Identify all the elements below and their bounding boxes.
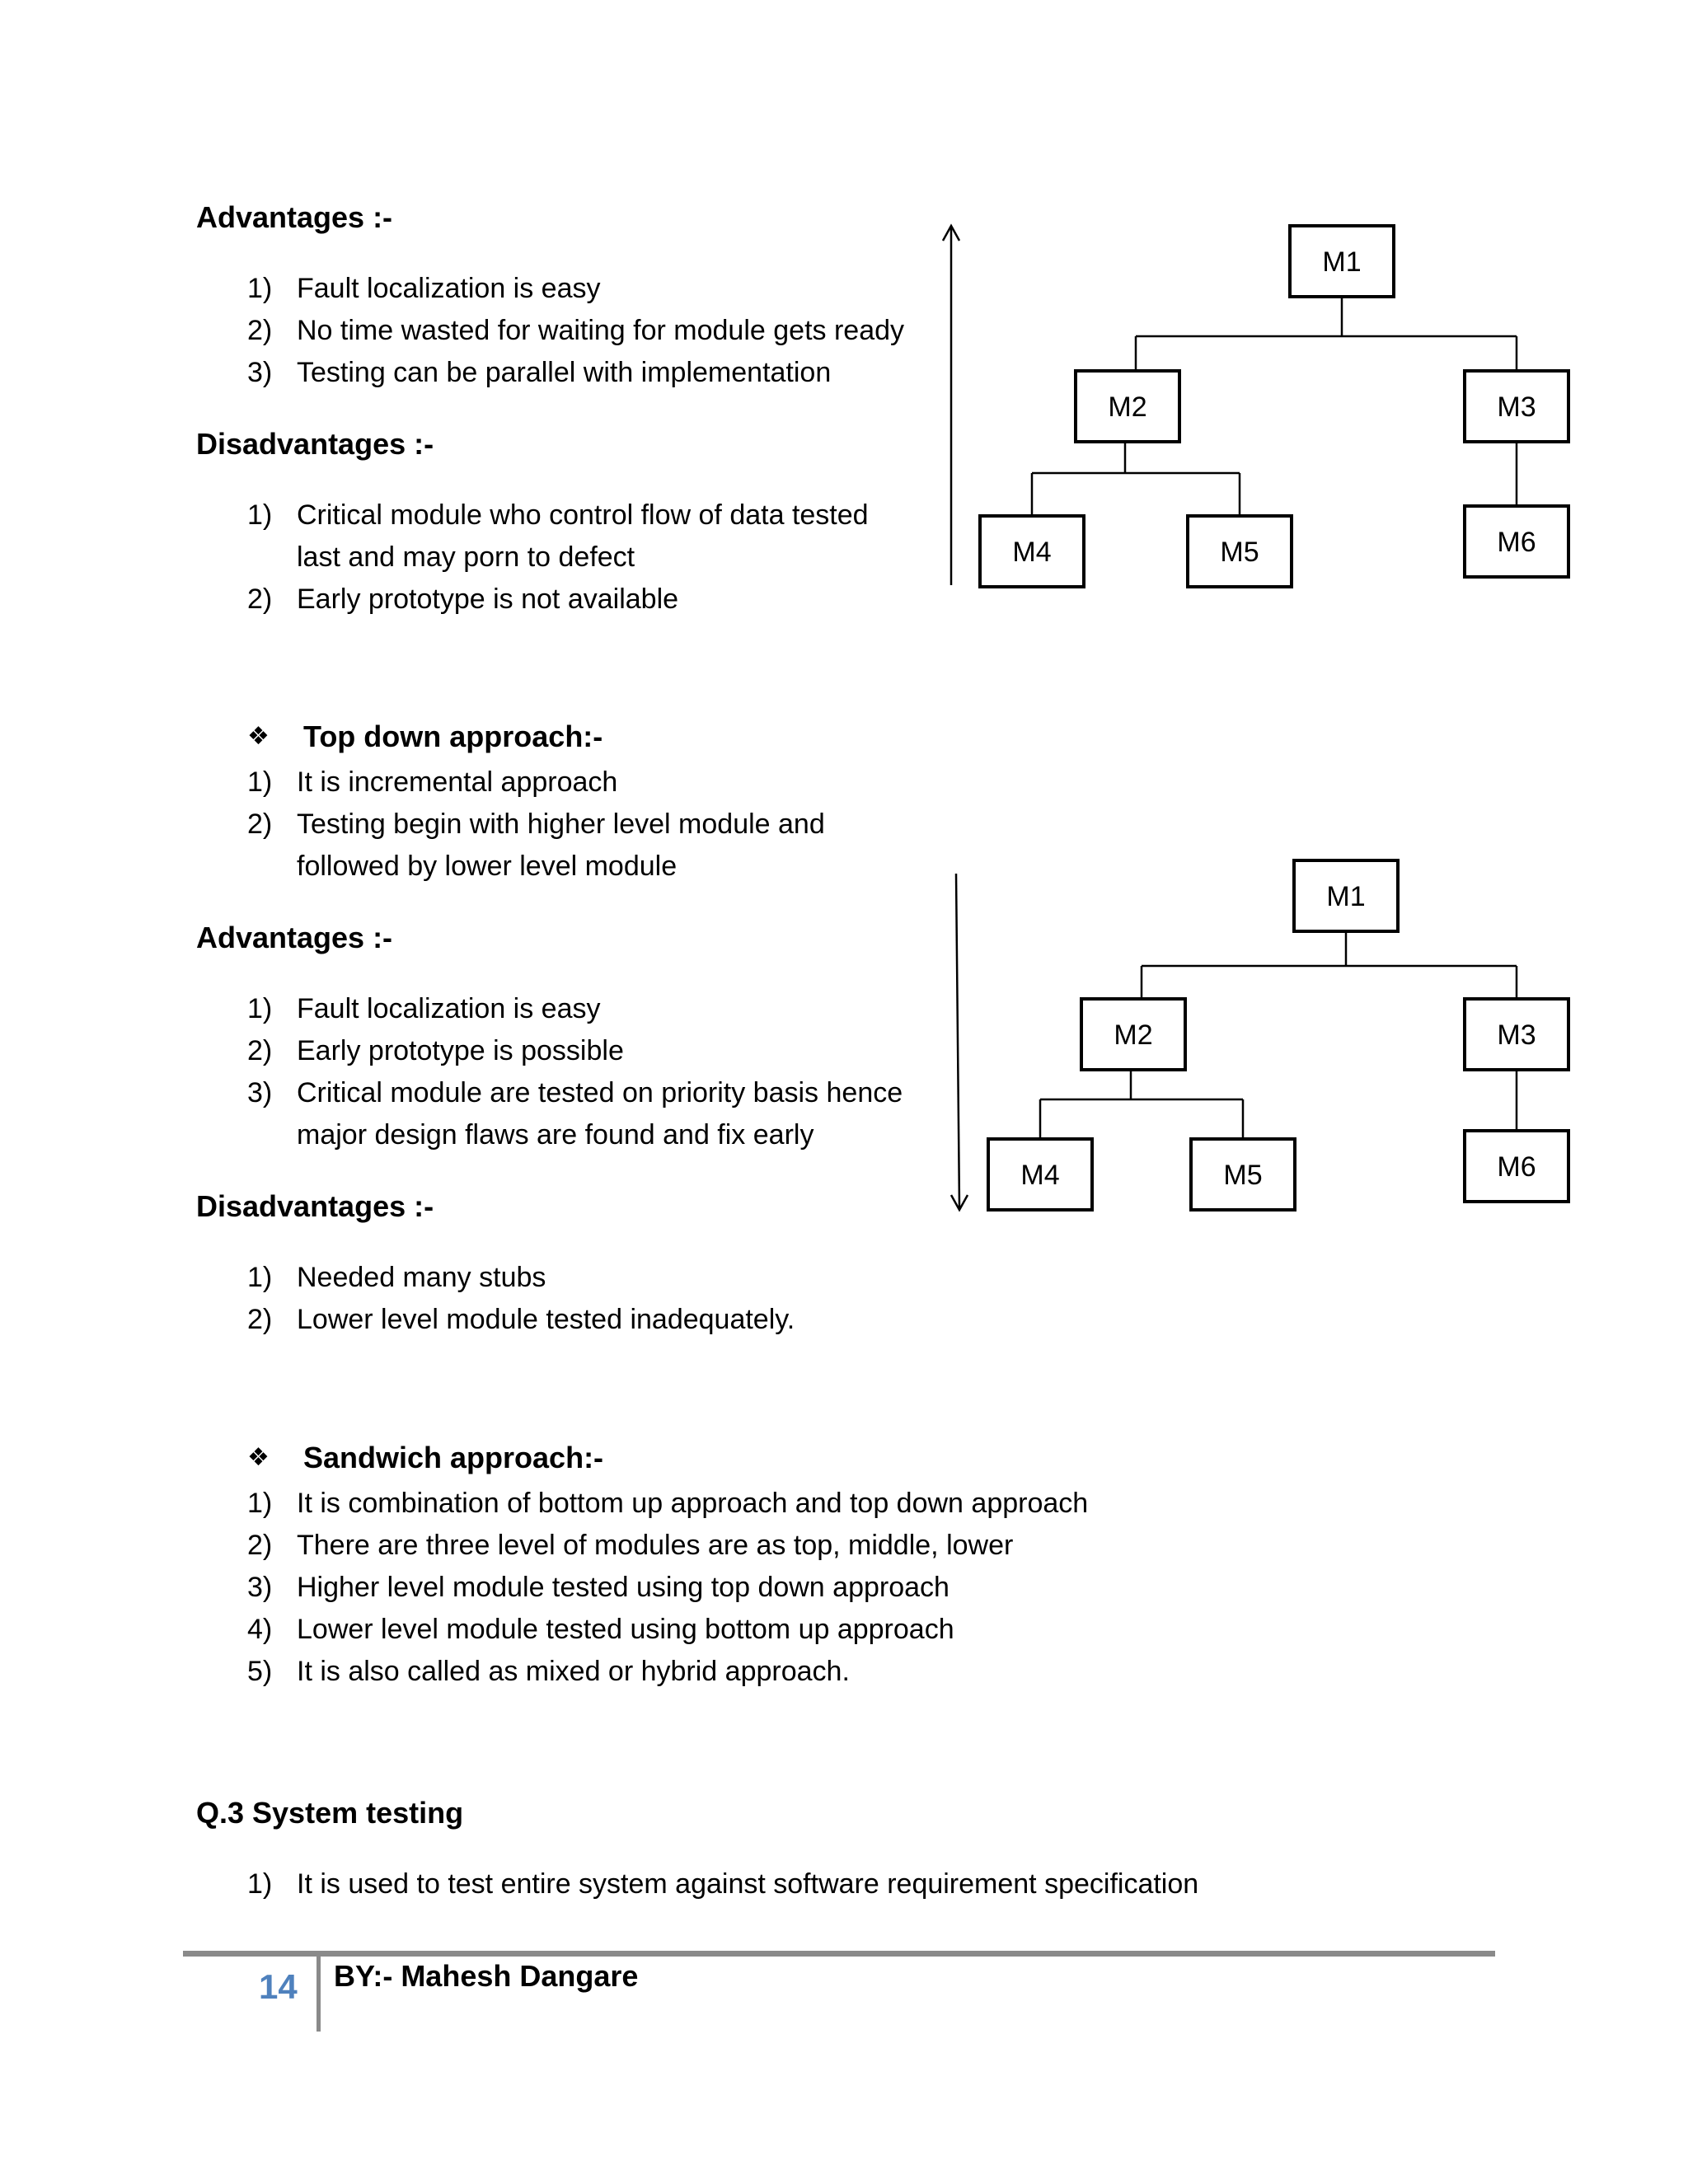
advantages-heading: Advantages :- <box>196 200 393 234</box>
module-label-m2: M2 <box>1114 1019 1152 1051</box>
arrow-head-down-icon <box>950 1194 969 1212</box>
diamond-bullet-icon: ❖ <box>247 723 270 750</box>
module-box-m3 <box>1463 997 1570 1071</box>
module-box-m4 <box>987 1137 1094 1212</box>
footer-author: BY:- Mahesh Dangare <box>334 1959 639 1993</box>
page-number: 14 <box>259 1967 298 2006</box>
disadvantages-heading: Disadvantages :- <box>196 1189 434 1223</box>
module-label-m6: M6 <box>1497 527 1536 558</box>
diamond-bullet-icon: ❖ <box>247 1444 270 1471</box>
list-item-continuation: major design flaws are found and fix ear… <box>297 1119 814 1151</box>
module-box-m5 <box>1186 514 1293 588</box>
module-box-m2 <box>1080 997 1187 1071</box>
module-label-m2: M2 <box>1108 391 1146 423</box>
list-item-continuation: followed by lower level module <box>297 851 678 882</box>
module-label-m5: M5 <box>1220 537 1259 568</box>
module-box-m1 <box>1292 859 1400 933</box>
module-label-m1: M1 <box>1326 881 1365 912</box>
module-box-m5 <box>1189 1137 1296 1212</box>
footer-vertical-divider <box>316 1953 321 2032</box>
advantages-heading: Advantages :- <box>196 921 393 954</box>
module-box-m4 <box>978 514 1085 588</box>
footer-divider <box>183 1951 1495 1957</box>
module-label-m1: M1 <box>1322 246 1361 278</box>
bottom-up-module-diagram: M1 M2 M3 M4 M5 M6 <box>941 223 1570 588</box>
module-label-m5: M5 <box>1223 1160 1262 1191</box>
module-label-m4: M4 <box>1020 1160 1059 1191</box>
module-box-m2 <box>1074 369 1181 443</box>
module-box-m3 <box>1463 369 1570 443</box>
list-item-continuation: last and may porn to defect <box>297 541 635 573</box>
module-label-m4: M4 <box>1012 537 1051 568</box>
module-box-m1 <box>1288 224 1395 298</box>
downward-arrow <box>954 873 961 1209</box>
module-box-m6 <box>1463 504 1570 579</box>
module-label-m3: M3 <box>1497 1019 1536 1051</box>
top-down-module-diagram: M1 M2 M3 M4 M5 M6 <box>950 859 1570 1212</box>
disadvantages-heading: Disadvantages :- <box>196 427 434 461</box>
module-label-m3: M3 <box>1497 391 1536 423</box>
arrow-head-up-icon <box>941 223 961 241</box>
system-testing-heading: Q.3 System testing <box>196 1796 464 1830</box>
module-box-m6 <box>1463 1129 1570 1203</box>
module-label-m6: M6 <box>1497 1151 1536 1183</box>
